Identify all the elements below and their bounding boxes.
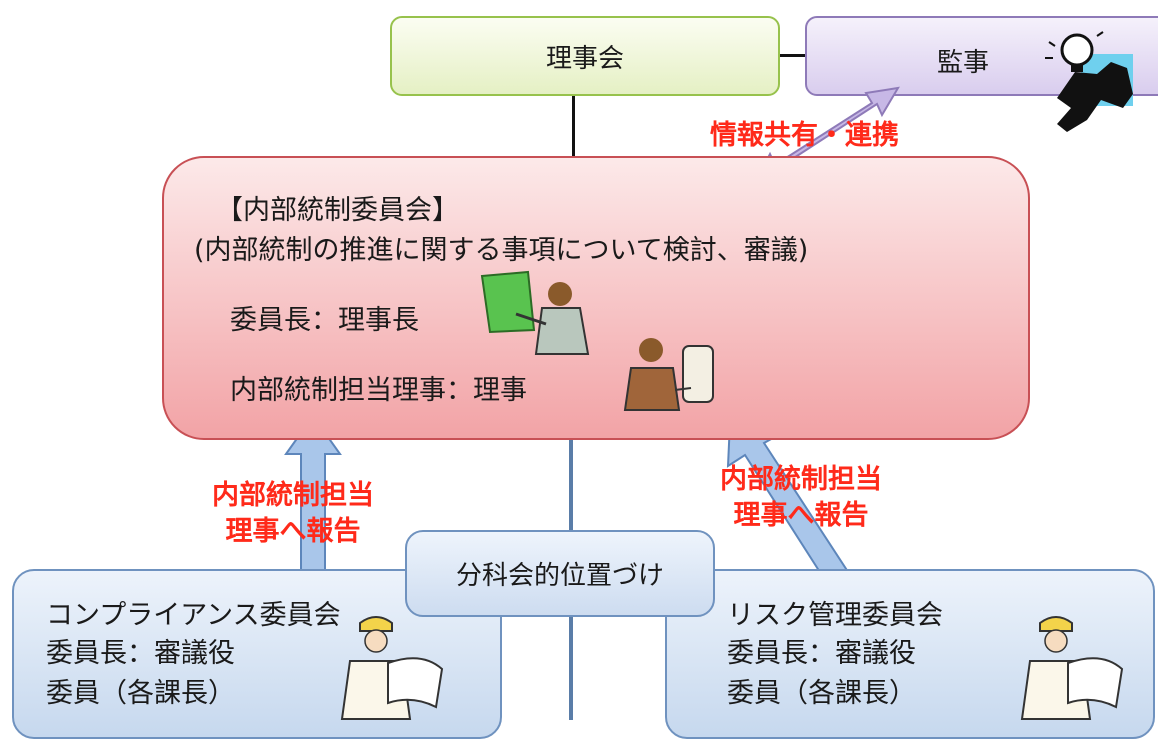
report-right-line2: 理事へ報告 [733,500,869,531]
report-right-line1: 内部統制担当 [720,464,882,495]
info-share-label: 情報共有・連携 [710,120,899,151]
connector-board-auditor [780,54,806,57]
auditor-label: 監事 [937,48,990,78]
report-left-line1: 内部統制担当 [212,480,374,511]
compliance-members: 委員（各課長） [46,678,235,709]
subcommittee-position-box: 分科会的位置づけ [405,530,715,617]
report-label-right: 内部統制担当 理事へ報告 [720,462,882,534]
presenter-icon [480,270,590,355]
committee-description: (内部統制の推進に関する事項について検討、審議) [194,235,809,266]
lightbulb-person-icon [1045,31,1133,132]
committee-chair: 委員長：理事長 [230,305,419,336]
compliance-chair: 委員長：審議役 [46,638,235,669]
compliance-committee-box: コンプライアンス委員会 委員長：審議役 委員（各課長） [12,569,502,739]
subcommittee-position-label: 分科会的位置づけ [455,561,664,591]
risk-chair: 委員長：審議役 [727,638,916,669]
engineer-with-blueprint-icon [1020,616,1124,720]
committee-officer: 内部統制担当理事：理事 [230,375,527,406]
connector-subpos-bottom [569,615,573,720]
board-box: 理事会 [390,16,780,96]
risk-committee-box: リスク管理委員会 委員長：審議役 委員（各課長） [665,569,1155,739]
connector-board-committee [572,96,575,158]
internal-control-committee-box: 【内部統制委員会】 (内部統制の推進に関する事項について検討、審議) 委員長：理… [162,156,1030,440]
computer-user-icon [623,338,714,411]
report-label-left: 内部統制担当 理事へ報告 [212,478,374,550]
engineer-with-blueprint-icon [340,616,444,720]
compliance-title: コンプライアンス委員会 [46,600,341,631]
auditor-box: 監事 [805,16,1158,132]
report-left-line2: 理事へ報告 [225,516,361,547]
risk-members: 委員（各課長） [727,678,916,709]
board-label: 理事会 [545,43,624,74]
connector-committee-bottom [569,440,573,532]
risk-title: リスク管理委員会 [727,600,943,631]
committee-title: 【内部統制委員会】 [216,195,459,226]
